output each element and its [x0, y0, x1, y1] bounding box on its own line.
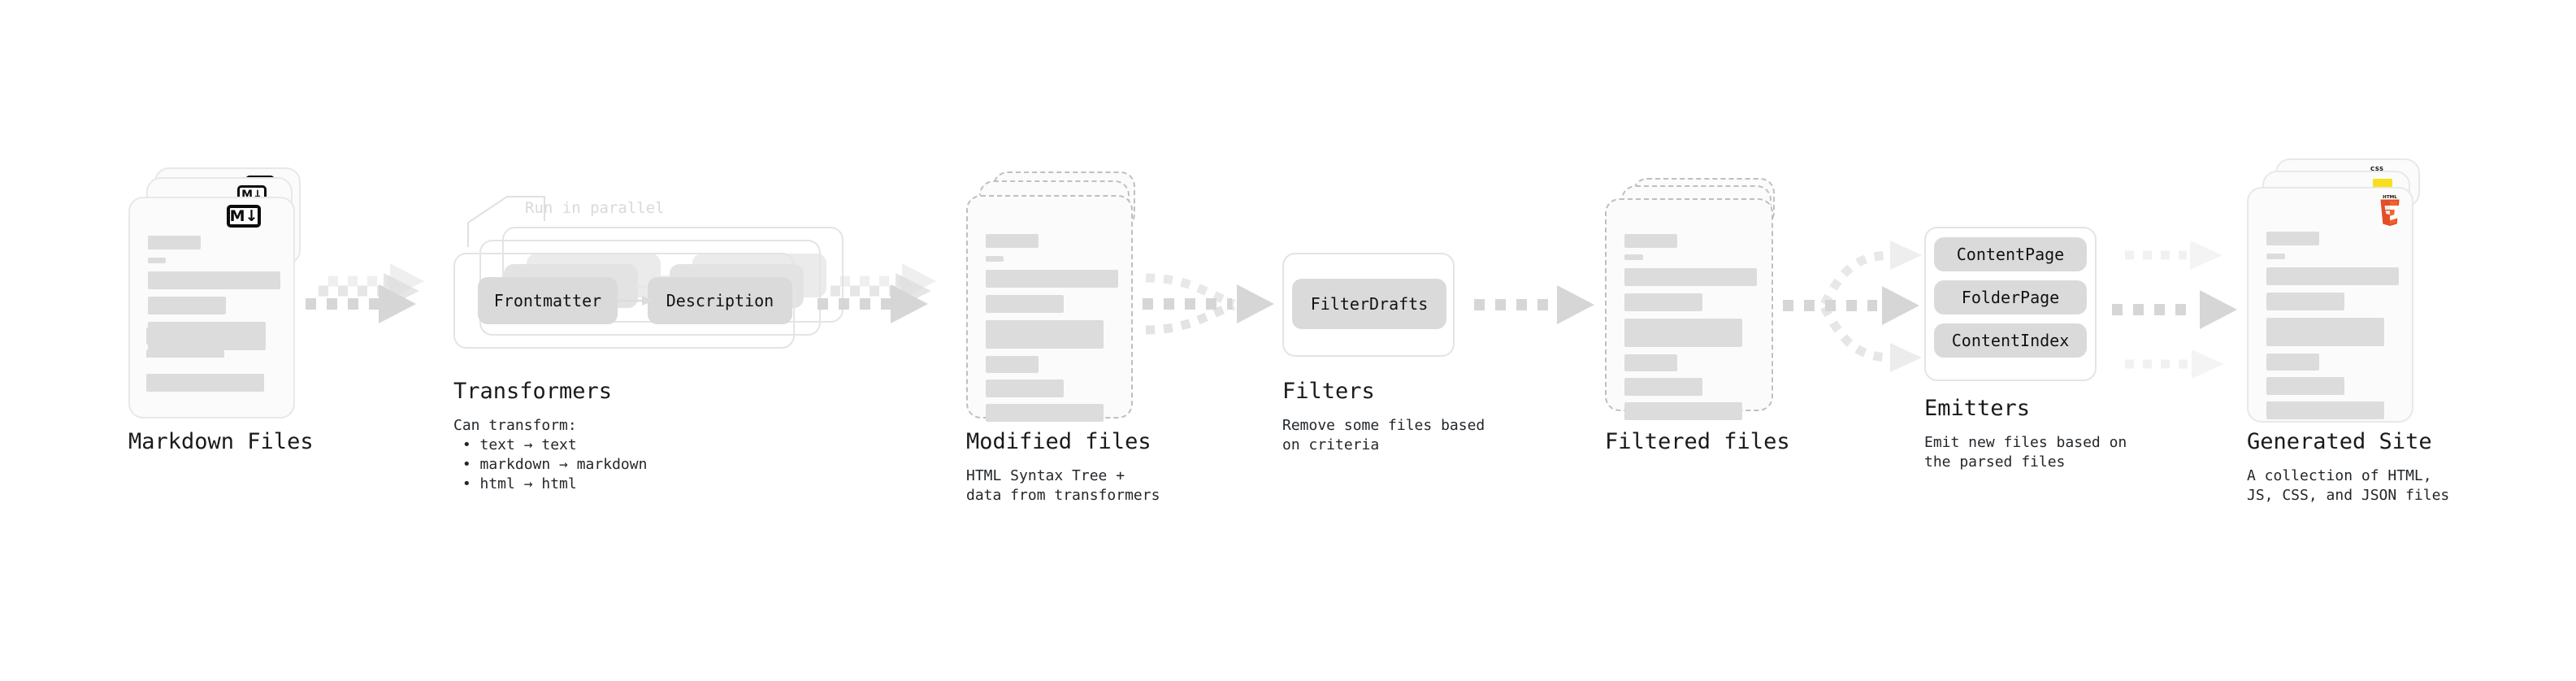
- svg-text:HTML: HTML: [2383, 195, 2397, 200]
- markdown-line: [146, 327, 199, 345]
- generated-card-content: [2249, 189, 2412, 421]
- stage-title-markdown-files: Markdown Files: [128, 429, 314, 454]
- stage-title-filters: Filters: [1282, 379, 1375, 404]
- markdown-card-content: [130, 198, 293, 370]
- connector-filtered-to-emitters: [1783, 241, 1922, 372]
- emitters-pill-contentindex[interactable]: ContentIndex: [1934, 323, 2087, 358]
- stage-desc-modified-files: HTML Syntax Tree + data from transformer…: [966, 467, 1160, 504]
- markdown-icon: M↓: [227, 205, 261, 228]
- stage-desc-transformers: Can transform: • text → text • markdown …: [453, 417, 648, 492]
- filtered-card-front: [1605, 198, 1773, 420]
- stage-desc-emitters: Emit new files based on the parsed files: [1924, 434, 2127, 471]
- transformer-pill-description[interactable]: Description: [648, 277, 792, 324]
- emitters-pill-folderpage[interactable]: FolderPage: [1934, 280, 2087, 314]
- connector-filters-to-filtered: [1474, 285, 1594, 324]
- generated-card-front: [2247, 187, 2413, 423]
- filters-frame: [1282, 253, 1455, 357]
- modified-card-front: [966, 195, 1133, 422]
- transformer-arrow-front: [614, 296, 654, 306]
- stage-title-modified-files: Modified files: [966, 429, 1151, 454]
- emitters-pill-contentpage[interactable]: ContentPage: [1934, 237, 2087, 271]
- transformer-pill-frontmatter[interactable]: Frontmatter: [478, 277, 618, 324]
- html5-icon: HTML: [2380, 195, 2400, 226]
- connector-emitters-to-generated: [2112, 241, 2237, 379]
- filtered-card-content: [1607, 200, 1772, 420]
- stage-title-filtered-files: Filtered files: [1605, 429, 1790, 454]
- markdown-card-front: [128, 197, 295, 371]
- stage-title-generated-site: Generated Site: [2247, 429, 2432, 454]
- stage-title-transformers: Transformers: [453, 379, 613, 404]
- emitters-frame: [1924, 227, 2097, 381]
- parallel-label: Run in parallel: [525, 199, 665, 217]
- connector-modified-to-filters: [1143, 273, 1274, 335]
- markdown-line: [146, 374, 264, 392]
- connector-markdown-to-transformers: [306, 263, 424, 323]
- connector-transformers-to-modified: [817, 263, 936, 323]
- stage-title-emitters: Emitters: [1924, 396, 2031, 421]
- parallel-bracket: [467, 196, 545, 247]
- modified-card-content: [968, 197, 1131, 422]
- css-icon-text: CSS: [2370, 166, 2384, 172]
- stage-desc-filters: Remove some files based on criteria: [1282, 417, 1485, 453]
- transformer-frame-front: [453, 253, 795, 349]
- filters-pill-filterdrafts[interactable]: FilterDrafts: [1292, 279, 1446, 329]
- stage-desc-generated-site: A collection of HTML, JS, CSS, and JSON …: [2247, 467, 2450, 504]
